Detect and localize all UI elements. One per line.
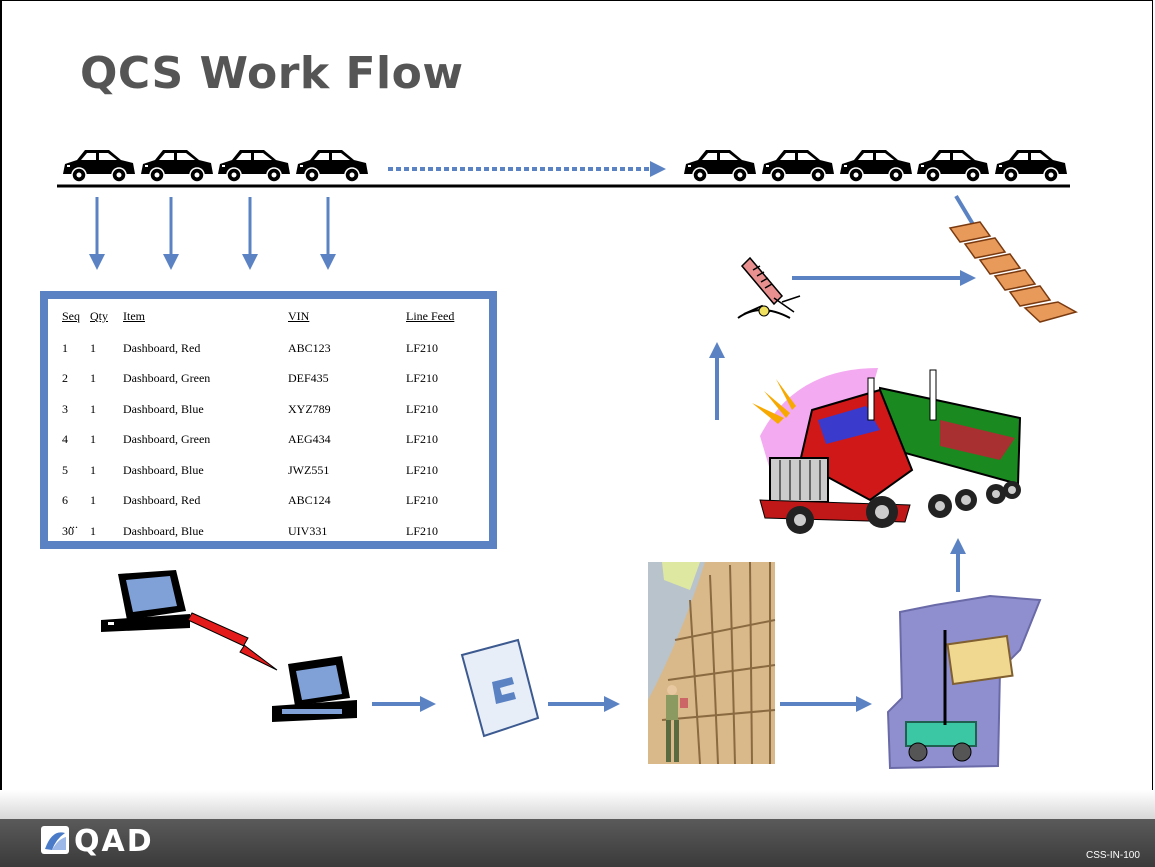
down-arrows (89, 197, 336, 270)
cell-seq: 5 (62, 462, 68, 477)
cell-vin: UIV331 (288, 523, 328, 538)
cell-qty: 1 (90, 493, 96, 508)
cell-vin: AEG434 (288, 432, 331, 447)
cell-qty: 1 (90, 340, 96, 355)
dotted-arrow-head (650, 161, 666, 177)
table-row: 3 1 Dashboard, Blue XYZ789 LF210 (62, 394, 476, 425)
col-header-vin: VIN (288, 309, 310, 323)
table-row: 30 1 Dashboard, Blue UIV331 LF210 (62, 516, 476, 547)
scanner-icon (737, 256, 801, 319)
cell-item: Dashboard, Blue (123, 401, 204, 416)
cell-line-feed: LF210 (406, 462, 439, 477)
table-row: 5 1 Dashboard, Blue JWZ551 LF210 (62, 455, 476, 486)
car-icon (62, 149, 136, 183)
qad-logo-icon (41, 826, 69, 854)
cell-seq: 3 (62, 401, 68, 416)
cell-line-feed: LF210 (406, 340, 439, 355)
cell-vin: DEF435 (288, 371, 329, 386)
sequence-list: Seq Qty Item VIN Line Feed 1 1 Dashboard… (40, 291, 497, 549)
cell-item: Dashboard, Red (123, 493, 201, 508)
cell-item: Dashboard, Red (123, 340, 201, 355)
truck-icon (752, 368, 1022, 534)
car-icon (994, 149, 1068, 183)
cell-item: Dashboard, Blue (123, 523, 204, 538)
table-ellipsis: ... (69, 517, 78, 531)
warehouse-worker-icon (648, 561, 776, 765)
cell-item: Dashboard, Green (123, 371, 211, 386)
car-icon (295, 149, 369, 183)
cell-qty: 1 (90, 371, 96, 386)
cell-vin: ABC123 (288, 340, 331, 355)
cell-seq: 1 (62, 340, 68, 355)
cell-item: Dashboard, Blue (123, 462, 204, 477)
table-row: 4 1 Dashboard, Green AEG434 LF210 (62, 425, 476, 456)
col-header-item: Item (123, 309, 145, 323)
footer-fade (0, 790, 1155, 819)
lightning-icon (187, 612, 278, 671)
page-title: QCS Work Flow (80, 48, 464, 99)
cell-qty: 1 (90, 462, 96, 477)
cell-line-feed: LF210 (406, 493, 439, 508)
car-icon (761, 149, 835, 183)
slide-code: CSS-IN-100 (1086, 850, 1140, 861)
sequence-table: Seq Qty Item VIN Line Feed 1 1 Dashboard… (62, 309, 476, 547)
table-row: 2 1 Dashboard, Green DEF435 LF210 (62, 364, 476, 395)
cell-seq: 2 (62, 371, 68, 386)
cell-item: Dashboard, Green (123, 432, 211, 447)
stairs-icon (948, 194, 1078, 323)
footer-bar (0, 819, 1155, 867)
table-row: 6 1 Dashboard, Red ABC124 LF210 (62, 486, 476, 517)
table-row: 1 1 Dashboard, Red ABC123 LF210 (62, 333, 476, 364)
cell-line-feed: LF210 (406, 371, 439, 386)
car-icon (683, 149, 757, 183)
cell-qty: 1 (90, 523, 96, 538)
cell-seq: 6 (62, 493, 68, 508)
computer-icon (272, 656, 357, 722)
cell-seq: 4 (62, 432, 68, 447)
document-icon (460, 638, 540, 738)
col-header-line-feed: Line Feed (406, 309, 455, 323)
car-icon (916, 149, 990, 183)
col-header-qty: Qty (90, 309, 108, 323)
cell-vin: ABC124 (288, 493, 331, 508)
forklift-icon (886, 594, 1042, 770)
cell-qty: 1 (90, 401, 96, 416)
cell-line-feed: LF210 (406, 432, 439, 447)
cell-line-feed: LF210 (406, 523, 439, 538)
car-icon (839, 149, 913, 183)
cell-vin: JWZ551 (288, 462, 330, 477)
car-icon (140, 149, 214, 183)
cell-seq: 30 (62, 523, 74, 538)
cell-line-feed: LF210 (406, 401, 439, 416)
logo-text: QAD (74, 824, 154, 859)
computer-icon (101, 570, 190, 632)
cell-vin: XYZ789 (288, 401, 331, 416)
col-header-seq: Seq (62, 309, 80, 323)
car-icon (217, 149, 291, 183)
cell-qty: 1 (90, 432, 96, 447)
